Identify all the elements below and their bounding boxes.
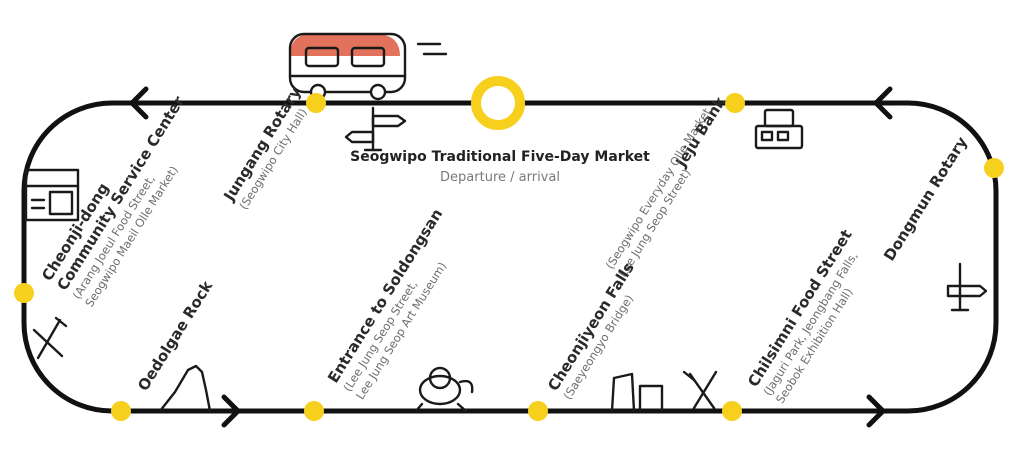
hub-title: Seogwipo Traditional Five-Day Market <box>350 149 650 165</box>
direction-arrow-bottom-left <box>221 394 241 428</box>
svg-text:(Jaguri Park, Jeongbang Falls,: (Jaguri Park, Jeongbang Falls, <box>760 249 860 398</box>
stop-chilsimni-food-street[interactable] <box>722 401 742 421</box>
bus-icon <box>288 32 448 101</box>
direction-arrow-top-left <box>129 86 149 120</box>
stop-soldongsan[interactable] <box>304 401 324 421</box>
stop-dongmun-rotary[interactable] <box>984 158 1004 178</box>
stop-jungang-rotary[interactable] <box>306 93 326 113</box>
svg-text:Cheonjiyeon Falls: Cheonjiyeon Falls <box>544 259 638 394</box>
label-oedolgae-rock: Oedolgae Rock <box>134 277 217 394</box>
stop-cheonjiyeon-falls[interactable] <box>528 401 548 421</box>
fork-knife-icon-left <box>32 316 68 360</box>
direction-arrow-top-right <box>873 86 893 120</box>
fork-knife-icon-bottom <box>682 370 718 410</box>
label-cheonjiyeon-falls: Cheonjiyeon Falls (Saeyeongyo Bridge) <box>544 259 638 402</box>
label-dongmun-rotary: Dongmun Rotary <box>880 133 971 264</box>
waterfall-icon <box>610 372 664 413</box>
signpost-icon <box>344 106 407 152</box>
stop-cheonji-dong[interactable] <box>14 283 34 303</box>
svg-text:Dongmun Rotary: Dongmun Rotary <box>880 133 971 264</box>
hub-subtitle: Departure / arrival <box>440 170 560 185</box>
atm-icon <box>754 108 804 150</box>
svg-text:(Seogwipo Everyday Olle Market: (Seogwipo Everyday Olle Market, <box>603 102 716 271</box>
stop-jeju-bank[interactable] <box>725 93 745 113</box>
rock-icon <box>158 364 212 413</box>
building-icon <box>24 168 80 222</box>
label-chilsimni-food-street: Chilsimni Food Street (Jaguri Park, Jeon… <box>744 226 860 406</box>
statue-icon <box>414 366 474 413</box>
stop-five-day-market-hub[interactable] <box>471 76 525 130</box>
stop-oedolgae-rock[interactable] <box>111 401 131 421</box>
svg-text:Oedolgae Rock: Oedolgae Rock <box>134 277 217 394</box>
signpost-icon-right <box>946 262 988 312</box>
direction-arrow-bottom-right <box>866 394 886 428</box>
